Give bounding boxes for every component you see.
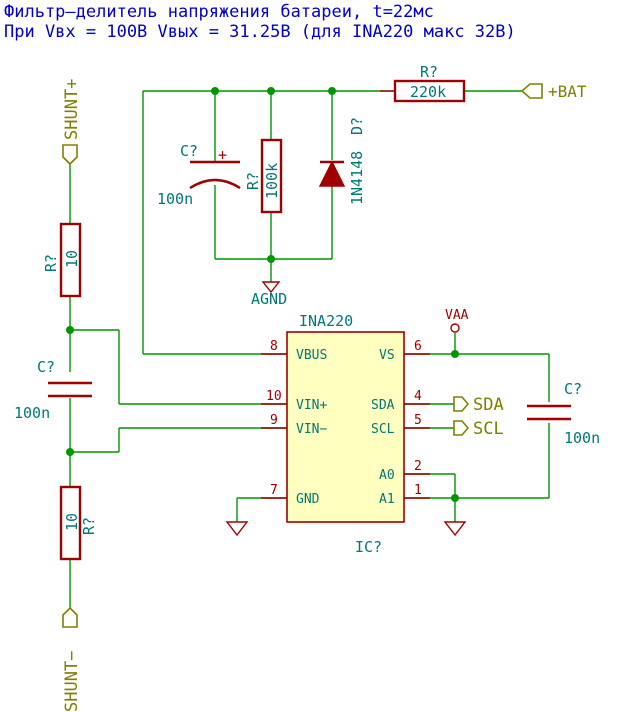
resistor-shunt-bottom-value: 10 (63, 513, 81, 531)
pin-vs-name: VS (379, 348, 395, 363)
resistor-shunt-top-value: 10 (63, 250, 81, 268)
port-scl-label: SCL (473, 419, 504, 439)
resistor-220k-value: 220k (410, 83, 446, 101)
port-shunt-plus-label: SHUNT+ (62, 79, 82, 140)
capacitor-bulk: + C? 100n (157, 142, 241, 208)
capacitor-vs-value: 100n (564, 429, 600, 447)
diode-ref: D? (348, 117, 366, 135)
gnd-symbol-ic (225, 521, 249, 537)
pin-gnd-num: 7 (270, 483, 278, 498)
capacitor-shunt: C? 100n (14, 358, 92, 422)
port-bat-label: +BAT (548, 82, 587, 101)
diode-1n4148: 1N4148 D? (318, 117, 366, 205)
resistor-220k: R? 220k (380, 63, 466, 103)
capacitor-bulk-value: 100n (157, 190, 193, 208)
pin-a1-num: 1 (414, 483, 422, 498)
junctions (66, 87, 459, 502)
resistor-220k-ref: R? (420, 63, 438, 81)
diode-value: 1N4148 (348, 151, 366, 205)
capacitor-shunt-value: 100n (14, 404, 50, 422)
pin-a1-name: A1 (379, 492, 395, 507)
pin-vbus-num: 8 (270, 339, 278, 354)
port-shunt-plus: SHUNT+ (62, 79, 82, 166)
pin-sda-num: 4 (414, 389, 422, 404)
port-sda: SDA (453, 395, 504, 415)
resistor-100k-value: 100k (263, 163, 281, 199)
pin-scl-num: 5 (414, 413, 422, 428)
port-shunt-minus-label: SHUNT− (62, 651, 82, 712)
port-bat: +BAT (520, 82, 587, 101)
resistor-shunt-bottom-ref: R? (80, 517, 98, 535)
agnd-symbol: AGND (251, 281, 287, 308)
header-line-2: При Vвх = 100В Vвых = 31.25В (для INA220… (4, 22, 516, 42)
port-scl: SCL (453, 419, 504, 439)
pin-vinm-num: 9 (270, 413, 278, 428)
ic-ina220: INA220 IC? VBUS VIN+ VIN− GND 8 10 9 7 V… (261, 312, 430, 556)
ic-body (286, 331, 405, 523)
pin-vinp-num: 10 (266, 389, 282, 404)
pin-gnd-name: GND (296, 492, 320, 507)
capacitor-bulk-ref: C? (180, 142, 198, 160)
capacitor-bulk-polarity: + (218, 146, 227, 164)
ic-ref: IC? (355, 538, 382, 556)
pin-vs-num: 6 (414, 339, 422, 354)
capacitor-shunt-ref: C? (37, 358, 55, 376)
port-shunt-minus: SHUNT− (62, 606, 82, 712)
port-sda-label: SDA (473, 395, 504, 415)
resistor-shunt-top: 10 R? (42, 222, 82, 298)
agnd-label: AGND (251, 290, 287, 308)
pin-vinm-name: VIN− (296, 422, 327, 437)
gnd-symbol-addr (443, 521, 467, 537)
capacitor-vs: C? 100n (527, 380, 600, 447)
ic-name: INA220 (299, 312, 353, 330)
vaa-power-flag: VAA (445, 308, 469, 333)
pin-sda-name: SDA (371, 398, 395, 413)
pin-a0-num: 2 (414, 459, 422, 474)
resistor-shunt-top-ref: R? (42, 254, 60, 272)
header-line-1: Фильтр–делитель напряжения батареи, t=22… (4, 2, 434, 22)
resistor-100k: 100k R? (244, 138, 283, 214)
capacitor-vs-ref: C? (564, 380, 582, 398)
vaa-label: VAA (445, 308, 469, 323)
pin-a0-name: A0 (379, 468, 395, 483)
pin-vinp-name: VIN+ (296, 398, 327, 413)
resistor-100k-ref: R? (244, 172, 262, 190)
resistor-shunt-bottom: 10 R? (59, 485, 98, 561)
pin-vbus-name: VBUS (296, 348, 327, 363)
pin-scl-name: SCL (371, 422, 395, 437)
